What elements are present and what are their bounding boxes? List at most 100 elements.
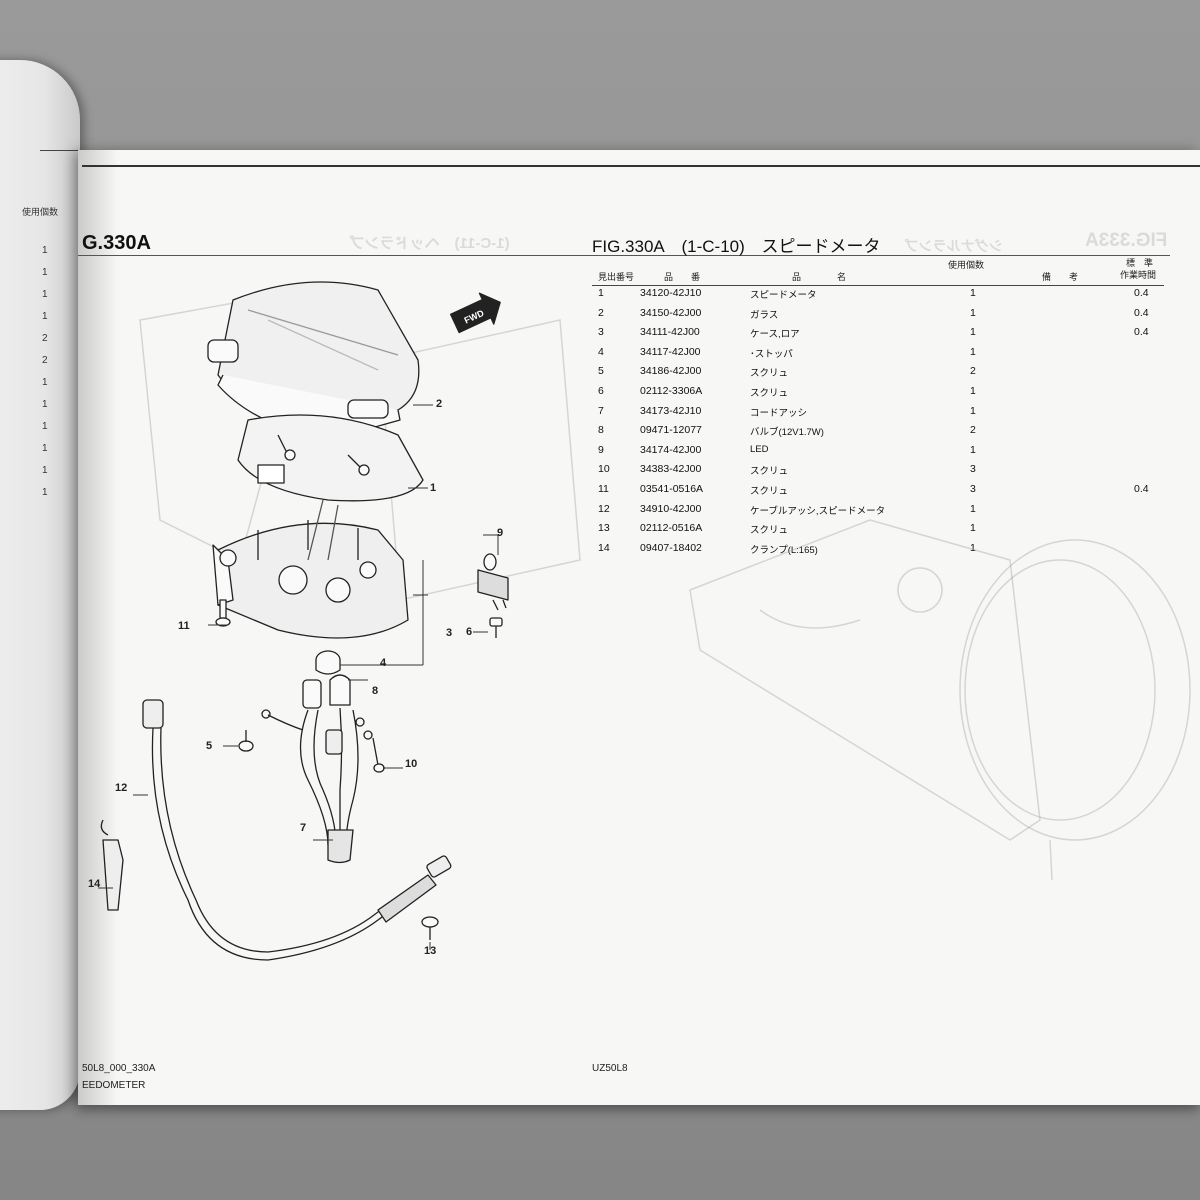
figure-label: G.330A bbox=[82, 232, 151, 254]
part-name: LED bbox=[750, 443, 769, 455]
part-name: ケーブルアッシ,スピードメータ bbox=[750, 505, 886, 517]
quantity: 3 bbox=[970, 463, 976, 476]
left-page-edge bbox=[0, 60, 80, 1110]
quantity: 1 bbox=[970, 306, 976, 319]
part-name: ･ストッパ bbox=[750, 348, 793, 360]
part-name: スクリュ bbox=[750, 466, 789, 478]
left-page-quantity: 1 bbox=[42, 465, 48, 476]
quantity: 1 bbox=[970, 287, 976, 299]
screw-6-part bbox=[489, 617, 503, 638]
callout-11: 11 bbox=[178, 620, 190, 632]
callout-7: 7 bbox=[300, 822, 307, 834]
part-number: 03541-0516A bbox=[640, 483, 704, 495]
part-number: 09407-18402 bbox=[640, 541, 702, 554]
part-name: スピードメータ bbox=[750, 290, 817, 301]
callout-10: 10 bbox=[405, 758, 418, 770]
stopper-part bbox=[315, 650, 341, 675]
fwd-arrow-icon bbox=[449, 292, 501, 334]
speedometer-cable-part bbox=[142, 699, 452, 961]
part-number: 34383-42J00 bbox=[640, 463, 702, 476]
part-number: 34120-42J10 bbox=[640, 287, 702, 299]
callout-1: 1 bbox=[430, 482, 437, 494]
show-through-mid-title: (1-C-11) ヘッドランプ bbox=[350, 235, 510, 252]
part-number: 34174-42J00 bbox=[640, 443, 702, 456]
left-page-quantity: 1 bbox=[42, 421, 48, 432]
left-page-quantity: 2 bbox=[42, 333, 48, 344]
screw-10-part bbox=[372, 737, 385, 773]
part-name: コードアッシ bbox=[750, 407, 808, 419]
standard-time: 0.4 bbox=[1134, 306, 1149, 319]
left-page-quantity: 1 bbox=[42, 377, 48, 388]
footer-file-code: 50L8_000_330A bbox=[82, 1063, 156, 1074]
quantity: 2 bbox=[970, 365, 976, 378]
left-page-column-title: 使用個数 bbox=[22, 207, 59, 217]
screw-5-part bbox=[238, 730, 254, 752]
quantity: 1 bbox=[970, 502, 976, 515]
standard-time: 0.4 bbox=[1134, 326, 1149, 339]
left-page-quantity: 1 bbox=[42, 487, 48, 498]
part-number: 09471-12077 bbox=[640, 424, 702, 437]
callout-2: 2 bbox=[436, 398, 443, 410]
part-number: 34910-42J00 bbox=[640, 502, 702, 515]
callout-13: 13 bbox=[424, 945, 437, 957]
header-part-name: 品 名 bbox=[792, 272, 847, 282]
left-page-quantity: 1 bbox=[42, 289, 48, 300]
screw-13-part bbox=[421, 916, 439, 940]
header-rule bbox=[78, 255, 1170, 256]
led-part bbox=[477, 553, 509, 611]
show-through-title: シグナルランプ bbox=[905, 238, 1003, 254]
ref-number: 6 bbox=[598, 385, 604, 397]
callout-6: 6 bbox=[466, 626, 473, 638]
left-page-quantity: 1 bbox=[42, 399, 48, 410]
quantity: 3 bbox=[970, 483, 976, 495]
header-std-time-2: 作業時間 bbox=[1120, 270, 1157, 280]
table-header-rule bbox=[592, 285, 1164, 286]
figure-number: FIG.330A bbox=[592, 237, 665, 256]
left-page-quantity: 1 bbox=[42, 267, 48, 278]
footer-model-code: UZ50L8 bbox=[592, 1063, 628, 1074]
left-page-quantity: 1 bbox=[42, 245, 48, 256]
part-number: 34150-42J00 bbox=[640, 306, 702, 319]
ref-number: 3 bbox=[598, 326, 604, 339]
ref-number: 12 bbox=[598, 502, 610, 515]
part-number: 34111-42J00 bbox=[640, 326, 700, 339]
header-remarks: 備 考 bbox=[1042, 272, 1079, 282]
left-page-quantity: 2 bbox=[42, 355, 48, 366]
callout-3: 3 bbox=[446, 627, 453, 639]
callout-14: 14 bbox=[88, 878, 101, 890]
quantity: 1 bbox=[970, 404, 976, 417]
table-row: 12 34910-42J00 ケーブルアッシ,スピードメータ 1 bbox=[592, 503, 1164, 522]
callout-12: 12 bbox=[115, 782, 128, 794]
page-top-rule bbox=[82, 165, 1200, 167]
part-number: 02112-3306A bbox=[640, 385, 703, 397]
part-name: ガラス bbox=[750, 309, 779, 321]
header-std-time-1: 標 準 bbox=[1126, 258, 1154, 268]
header-part-no: 品 番 bbox=[664, 272, 701, 282]
part-number: 02112-0516A bbox=[640, 522, 703, 535]
part-name: クランプ(L:165) bbox=[750, 544, 818, 556]
callout-5: 5 bbox=[206, 740, 213, 752]
part-number: 34186-42J00 bbox=[640, 365, 702, 378]
part-name: スクリュ bbox=[750, 486, 789, 497]
meter-face-part bbox=[237, 414, 424, 502]
ref-number: 5 bbox=[598, 365, 604, 378]
callout-8: 8 bbox=[372, 685, 379, 697]
ref-number: 9 bbox=[598, 443, 604, 456]
leader-lines bbox=[98, 404, 499, 950]
part-number: 34173-42J10 bbox=[640, 404, 702, 417]
show-through-fig: FIG.333A bbox=[1085, 230, 1168, 251]
part-number: 34117-42J00 bbox=[640, 345, 701, 358]
figure-code: (1-C-10) bbox=[681, 237, 745, 256]
